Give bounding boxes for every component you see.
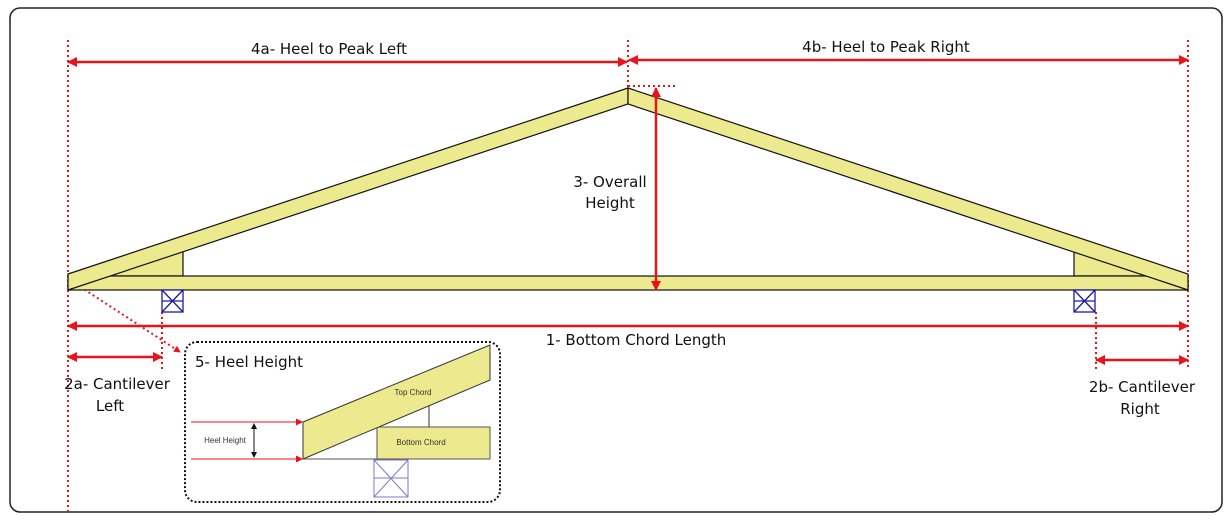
- heel-height-inset: 5- Heel Height Heel Height Top Chord Bot…: [184, 341, 501, 503]
- inset-top-chord: [302, 344, 491, 460]
- dimension-arrows: [67, 55, 1189, 365]
- top-chord-right: [627, 87, 1189, 291]
- support-left: [161, 289, 184, 313]
- cantilever-left-label-2: Left: [96, 397, 124, 415]
- inset-bottom-chord-label: Bottom Chord: [396, 438, 445, 447]
- supports: [161, 289, 1096, 313]
- cantilever-right-label-1: 2b- Cantilever: [1089, 378, 1196, 396]
- overall-height-label-2: Height: [585, 194, 635, 212]
- inset-title: 5- Heel Height: [195, 353, 303, 371]
- cantilever-left-label-1: 2a- Cantilever: [64, 375, 171, 393]
- overall-height-label-1: 3- Overall: [573, 173, 646, 191]
- support-right: [1073, 289, 1096, 313]
- inset-top-chord-label: Top Chord: [395, 388, 432, 397]
- heel-to-peak-left-label: 4a- Heel to Peak Left: [251, 40, 407, 58]
- heel-to-peak-right-label: 4b- Heel to Peak Right: [802, 38, 970, 56]
- truss: [67, 87, 1189, 291]
- bottom-chord: [67, 275, 1189, 291]
- bottom-chord-length-label: 1- Bottom Chord Length: [546, 331, 727, 349]
- cantilever-right-label-2: Right: [1120, 400, 1160, 418]
- inset-heel-height-label: Heel Height: [204, 436, 247, 445]
- inset-support: [373, 459, 409, 498]
